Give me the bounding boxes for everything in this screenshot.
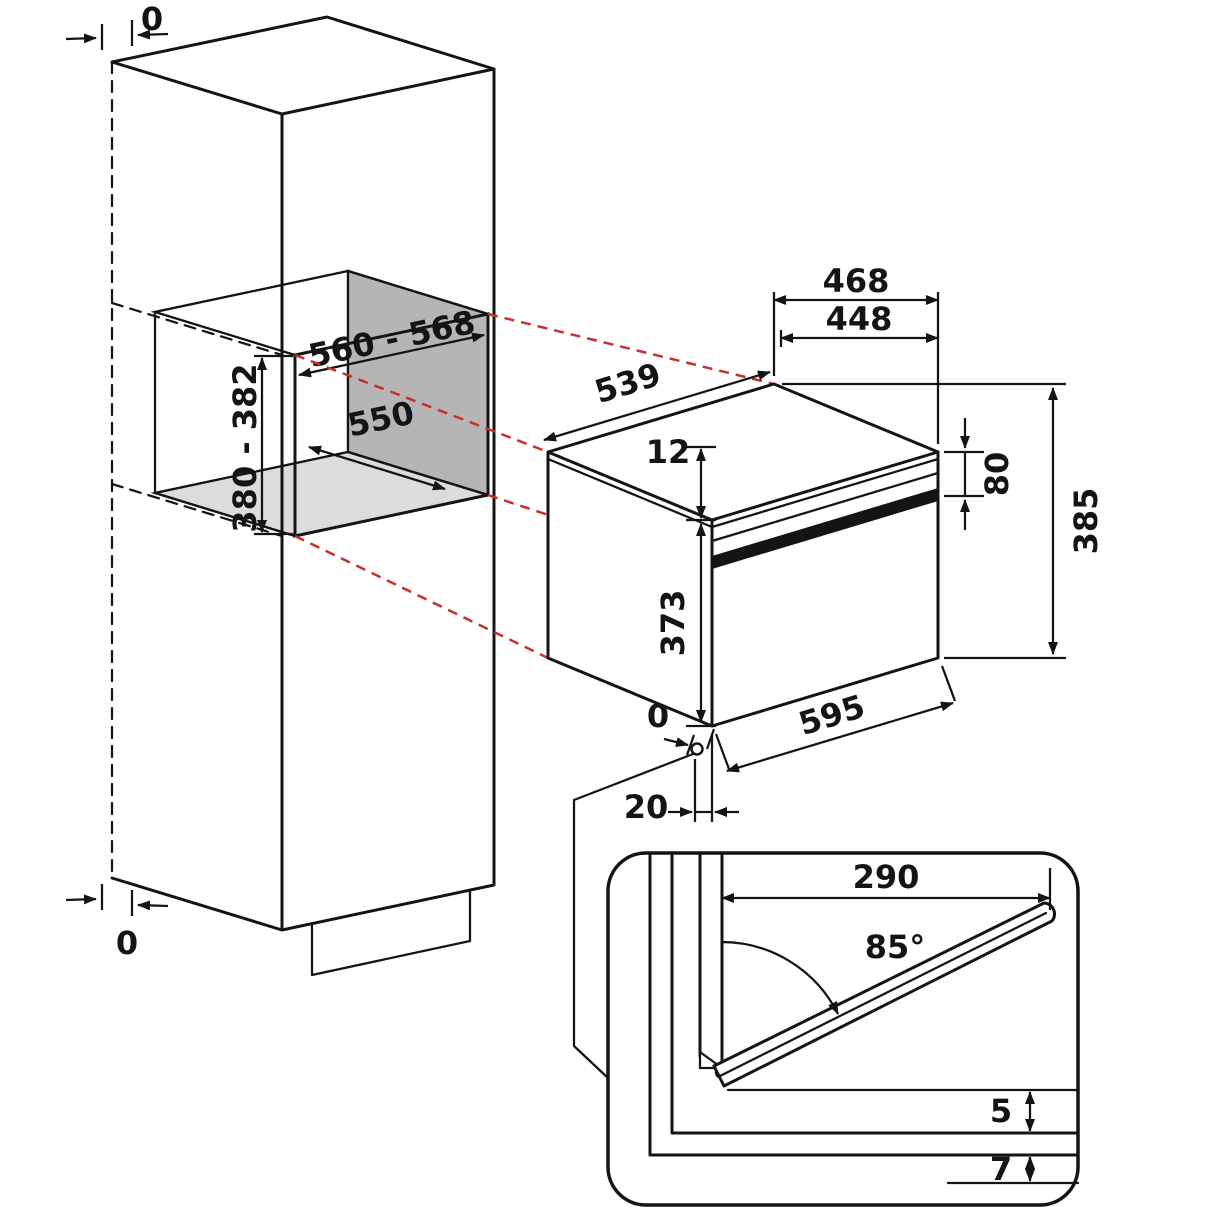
top-clearance-arrow-right xyxy=(137,29,169,40)
dim-door-height: 373 xyxy=(654,590,692,657)
cabinet-outline-edges xyxy=(110,67,496,932)
dim-niche-height: 380 - 382 xyxy=(226,363,264,532)
dim-depth-body: 448 xyxy=(826,300,893,338)
corner-callout xyxy=(572,742,704,1080)
oven-handle-bar xyxy=(712,488,938,569)
top-clearance-arrow-left xyxy=(65,33,97,44)
dim-gap-under: 5 xyxy=(990,1092,1012,1130)
bottom-clearance-ticks xyxy=(100,884,134,916)
niche-height-ext-lines xyxy=(254,354,293,536)
door-angle-arc xyxy=(721,940,840,1015)
inset-cabinet-profile xyxy=(648,851,1080,1157)
projection-line-top-left xyxy=(294,353,549,454)
door-detail-inset: 85° 290 5 7 xyxy=(606,851,1080,1207)
dim-overall-height: 385 xyxy=(1067,488,1105,555)
front-offset-ext-lines xyxy=(693,734,714,822)
callout-leader-line xyxy=(572,752,695,1080)
dim-front-offset: 20 xyxy=(624,788,669,826)
tall-cabinet xyxy=(110,15,496,977)
oven-front-face xyxy=(712,452,938,726)
body-width-dim-line xyxy=(543,370,771,442)
corner-callout-circle xyxy=(690,742,704,756)
cabinet-plinth xyxy=(310,888,472,977)
dim-side-clearance: 0 xyxy=(647,697,669,735)
dim-gap-below: 7 xyxy=(990,1150,1012,1188)
bottom-clearance-arrow-right xyxy=(137,900,169,911)
dim-top-frame: 12 xyxy=(646,433,691,471)
oven-top-face xyxy=(548,384,938,520)
front-width-dim-line xyxy=(726,701,954,773)
dim-top-clearance: 0 xyxy=(141,0,163,38)
side-clearance-ticks xyxy=(685,728,716,756)
dim-door-depth: 290 xyxy=(853,858,920,896)
niche-depth-dim-line xyxy=(308,445,446,491)
height-ext-lines xyxy=(782,382,1066,660)
compact-oven xyxy=(546,382,940,728)
dim-bottom-clearance: 0 xyxy=(116,924,138,962)
dim-front-panel: 80 xyxy=(978,452,1016,497)
projection-line-bottom-left xyxy=(294,534,549,660)
bottom-clearance-arrow-left xyxy=(65,894,97,905)
dim-body-width: 539 xyxy=(590,355,665,411)
dim-depth-overall: 468 xyxy=(823,262,890,300)
side-clearance-arrow xyxy=(663,737,689,747)
inset-oven-front-lines xyxy=(698,851,724,1066)
niche-receding-edges xyxy=(153,269,490,538)
top-frame-ticks xyxy=(686,445,716,522)
oven-left-face xyxy=(548,452,712,726)
dim-door-angle: 85° xyxy=(865,928,926,966)
front-panel-ext-lines xyxy=(944,450,984,498)
open-door-inner-line xyxy=(718,911,1048,1078)
oven-trim-lines xyxy=(546,457,940,543)
top-clearance-ticks xyxy=(100,20,134,50)
niche-hidden-projection-lines xyxy=(110,301,284,538)
